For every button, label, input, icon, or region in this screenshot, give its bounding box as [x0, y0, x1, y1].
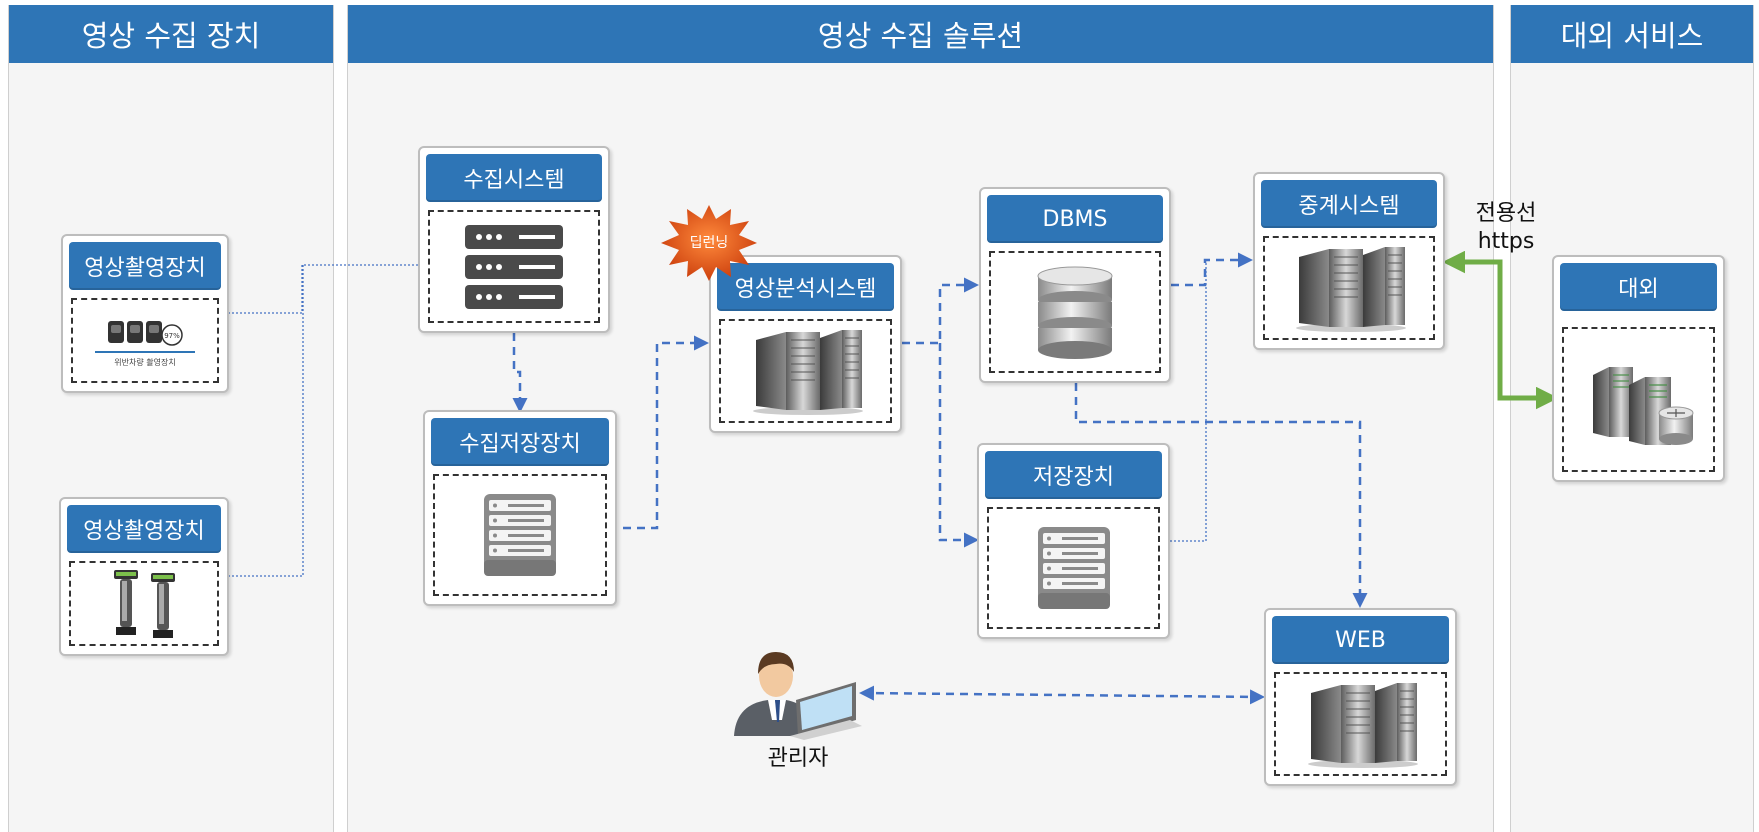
lane-device: 영상 수집 장치: [8, 5, 334, 832]
svg-text:97%: 97%: [164, 332, 180, 340]
node-collect-system[interactable]: 수집시스템: [418, 146, 610, 333]
speed-camera-icon: 97% 위반차량 촬영장치: [95, 320, 195, 367]
node-body: [719, 319, 892, 423]
admin-label: 관리자: [767, 746, 829, 771]
node-title: 수집시스템: [426, 154, 602, 202]
admin[interactable]: 관리자: [728, 640, 868, 771]
link-label-line1: 전용선: [1475, 201, 1537, 226]
tower-server-icon: [752, 330, 863, 415]
node-body: [428, 210, 600, 323]
node-body: [1562, 327, 1715, 472]
node-title: 영상분석시스템: [717, 263, 894, 311]
badge-label: 딥런닝: [689, 235, 729, 251]
node-body: 97% 위반차량 촬영장치: [71, 298, 219, 383]
node-body: [1274, 672, 1447, 776]
camera-1-caption: 위반차량 촬영장치: [114, 357, 175, 367]
node-body: [433, 474, 607, 596]
node-title: DBMS: [987, 195, 1163, 243]
node-analysis-system[interactable]: 영상분석시스템: [709, 255, 902, 433]
server-router-icon: [1592, 366, 1693, 445]
node-title: 수집저장장치: [431, 418, 609, 466]
node-body: [1263, 236, 1435, 340]
node-dbms[interactable]: DBMS: [979, 187, 1171, 383]
tower-server-icon: [1307, 683, 1418, 768]
node-storage[interactable]: 저장장치: [977, 443, 1170, 639]
node-camera-1[interactable]: 영상촬영장치 97% 위반차량 촬영장치: [61, 234, 229, 393]
link-label: 전용선 https: [1468, 200, 1544, 256]
database-icon: [1037, 266, 1113, 359]
node-external[interactable]: 대외: [1552, 255, 1725, 482]
lane-title-device: 영상 수집 장치: [9, 5, 333, 63]
rack-server-icon: [465, 224, 563, 309]
node-body: [989, 251, 1161, 373]
node-title: 중계시스템: [1261, 180, 1437, 228]
tower-server-icon: [1296, 247, 1406, 332]
lane-title-external: 대외 서비스: [1511, 5, 1753, 63]
link-label-line2: https: [1477, 229, 1535, 254]
node-body: [69, 561, 219, 646]
admin-laptop-icon: [734, 652, 862, 740]
node-collect-storage[interactable]: 수집저장장치: [423, 410, 617, 606]
node-web[interactable]: WEB: [1264, 608, 1457, 786]
parking-kiosk-icon: [114, 569, 175, 638]
node-camera-2[interactable]: 영상촬영장치: [59, 497, 229, 656]
node-title: 영상촬영장치: [69, 242, 221, 290]
node-title: 대외: [1560, 263, 1717, 311]
node-title: 저장장치: [985, 451, 1162, 499]
lane-title-solution: 영상 수집 솔루션: [348, 5, 1493, 63]
starburst-icon: [661, 205, 757, 281]
node-relay-system[interactable]: 중계시스템: [1253, 172, 1445, 350]
node-title: 영상촬영장치: [67, 505, 221, 553]
deep-learning-badge: 딥런닝: [659, 203, 759, 283]
storage-server-icon: [484, 494, 556, 576]
storage-server-icon: [1037, 527, 1110, 609]
node-body: [987, 507, 1160, 629]
node-title: WEB: [1272, 616, 1449, 664]
